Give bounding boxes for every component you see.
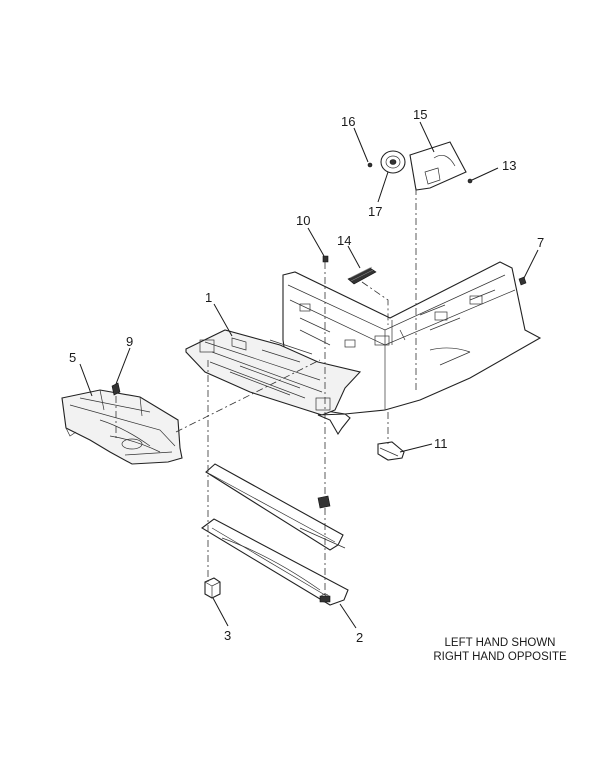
- screw-7: [518, 276, 527, 286]
- callout-2: 2: [356, 630, 363, 645]
- note-line-1: LEFT HAND SHOWN: [444, 637, 556, 649]
- assembly-lines: [115, 188, 417, 596]
- callout-14: 14: [337, 233, 351, 248]
- callout-17: 17: [368, 204, 382, 219]
- clip-11: [377, 441, 405, 461]
- screw-13: [467, 178, 473, 184]
- retainer-clip: [317, 495, 331, 509]
- orientation-note: LEFT HAND SHOWN RIGHT HAND OPPOSITE: [400, 636, 600, 664]
- lower-trim-panel: [201, 463, 349, 606]
- callout-5: 5: [69, 350, 76, 365]
- callout-7: 7: [537, 235, 544, 250]
- callout-13: 13: [502, 158, 516, 173]
- vent-grille-14: [347, 266, 377, 285]
- callout-11: 11: [434, 436, 448, 451]
- bracket-3: [204, 577, 221, 599]
- callout-3: 3: [224, 628, 231, 643]
- bracket-plate-15: [409, 141, 467, 191]
- callout-9: 9: [126, 334, 133, 349]
- callout-16: 16: [341, 114, 355, 129]
- callout-1: 1: [205, 290, 212, 305]
- speaker-ring-17: [380, 150, 406, 174]
- side-storage-bin: [61, 389, 183, 465]
- callout-15: 15: [413, 107, 427, 122]
- callout-labels: 1 2 3 5 7 9 10 11 13 14 15 16 17: [69, 107, 544, 645]
- callout-10: 10: [296, 213, 310, 228]
- leader-lines: [79, 121, 539, 629]
- floor-trim-panel: [185, 261, 542, 436]
- screw-16: [367, 162, 373, 168]
- screw-10: [322, 255, 329, 263]
- note-line-2: RIGHT HAND OPPOSITE: [433, 651, 567, 663]
